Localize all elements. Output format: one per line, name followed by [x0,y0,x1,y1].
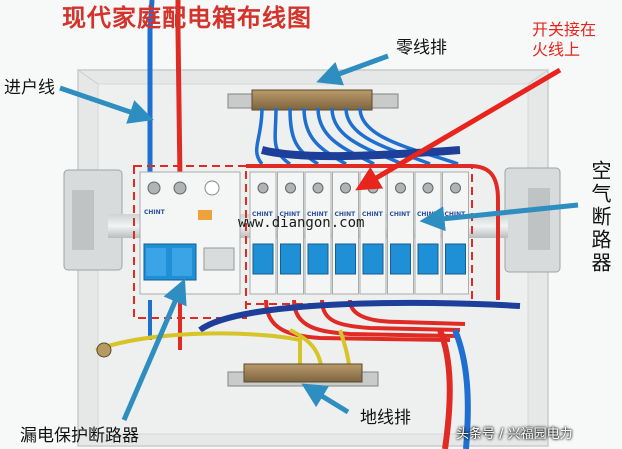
mcb-breaker: CHINT [387,171,414,295]
label-ground-bar: 地线排 [360,408,411,428]
arrow-icon [419,202,579,232]
mcb-brand: CHINT [390,211,412,218]
mcb-brand: CHINT [307,211,329,218]
arrow-icon [59,85,154,124]
left-bracket [63,169,123,271]
mcb-breaker: CHINT [277,171,304,295]
main-feeder-blue [452,328,471,449]
label-neutral-bar: 零线排 [396,38,447,58]
label-air-breaker: 空气断路器 [588,160,612,275]
mcb-breaker: CHINT [304,171,332,295]
mcb-breaker: CHINT [332,171,359,295]
rcd-breaker [139,171,241,295]
watermark-author: 头条号 / 兴福园电力 [456,427,573,442]
outgoing-wires [148,299,521,350]
page-title: 现代家庭配电箱布线图 [62,4,312,32]
mcb-brand: CHINT [445,211,467,218]
label-rcd: 漏电保护断路器 [20,426,139,446]
neutral-wires [254,107,459,166]
neutral-bundle [260,146,461,161]
label-switch-on-live-2: 火线上 [532,40,581,59]
watermark-url: www.diangon.com [238,215,365,231]
arrow-icon [316,53,389,86]
ground-bar [227,363,379,387]
arrows [59,53,579,421]
mcb-brand: CHINT [362,211,384,218]
mcb-brand: CHINT [252,211,274,218]
label-switch-on-live: 开关接在 [532,20,597,39]
mcb-breaker: CHINT [442,171,469,295]
incoming-wires [147,0,183,181]
arrow-icon [121,278,187,421]
arrow-icon [301,383,350,415]
main-feeder-red [437,328,453,449]
rcd-brand: CHINT [144,209,166,216]
mcb-group: CHINT CHINT CHINT CHINT CHINT CHINT CHINT CHINT [249,171,469,295]
neutral-bar [227,89,399,111]
mcb-brand: CHINT [417,211,439,218]
mcb-breaker: CHINT [414,171,442,295]
mcb-breaker: CHINT [359,171,387,295]
mcb-brand: CHINT [280,211,302,218]
arrow-icon [355,67,562,191]
ground-terminal [96,342,112,358]
right-bracket [504,167,561,273]
mcb-brand: CHINT [335,211,357,218]
mcb-breaker: CHINT [249,171,277,295]
label-incoming-line: 进户线 [4,78,55,98]
